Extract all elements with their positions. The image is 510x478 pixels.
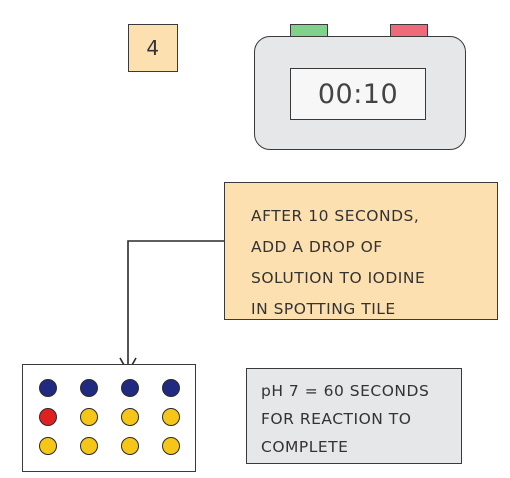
spotting-tile-well-blue [162,379,180,397]
spotting-tile-well-yellow [121,437,139,455]
instruction-line: SOLUTION TO IODINE [251,269,426,287]
result-line: COMPLETE [261,438,349,456]
instruction-note: AFTER 10 SECONDS, ADD A DROP OF SOLUTION… [224,182,498,320]
spotting-tile-well-yellow [80,408,98,426]
spotting-tile-well-red [39,408,57,426]
spotting-tile-well-yellow [80,437,98,455]
result-line: FOR REACTION TO [261,410,412,428]
spotting-tile-well-blue [121,379,139,397]
instruction-line: AFTER 10 SECONDS, [251,207,420,225]
instruction-line: IN SPOTTING TILE [251,300,396,318]
spotting-tile-well-yellow [162,408,180,426]
step-number: 4 [146,36,160,60]
spotting-tile-well-blue [39,379,57,397]
step-number-badge: 4 [128,24,178,72]
spotting-tile-well-yellow [162,437,180,455]
result-note: pH 7 = 60 SECONDS FOR REACTION TO COMPLE… [246,368,462,464]
spotting-tile-well-yellow [121,408,139,426]
spotting-tile-well-yellow [39,437,57,455]
stopwatch-time: 00:10 [317,78,399,110]
instruction-line: ADD A DROP OF [251,238,383,256]
spotting-tile-well-blue [80,379,98,397]
stopwatch-display: 00:10 [290,68,426,120]
spotting-tile [22,364,196,472]
result-line: pH 7 = 60 SECONDS [261,382,430,400]
